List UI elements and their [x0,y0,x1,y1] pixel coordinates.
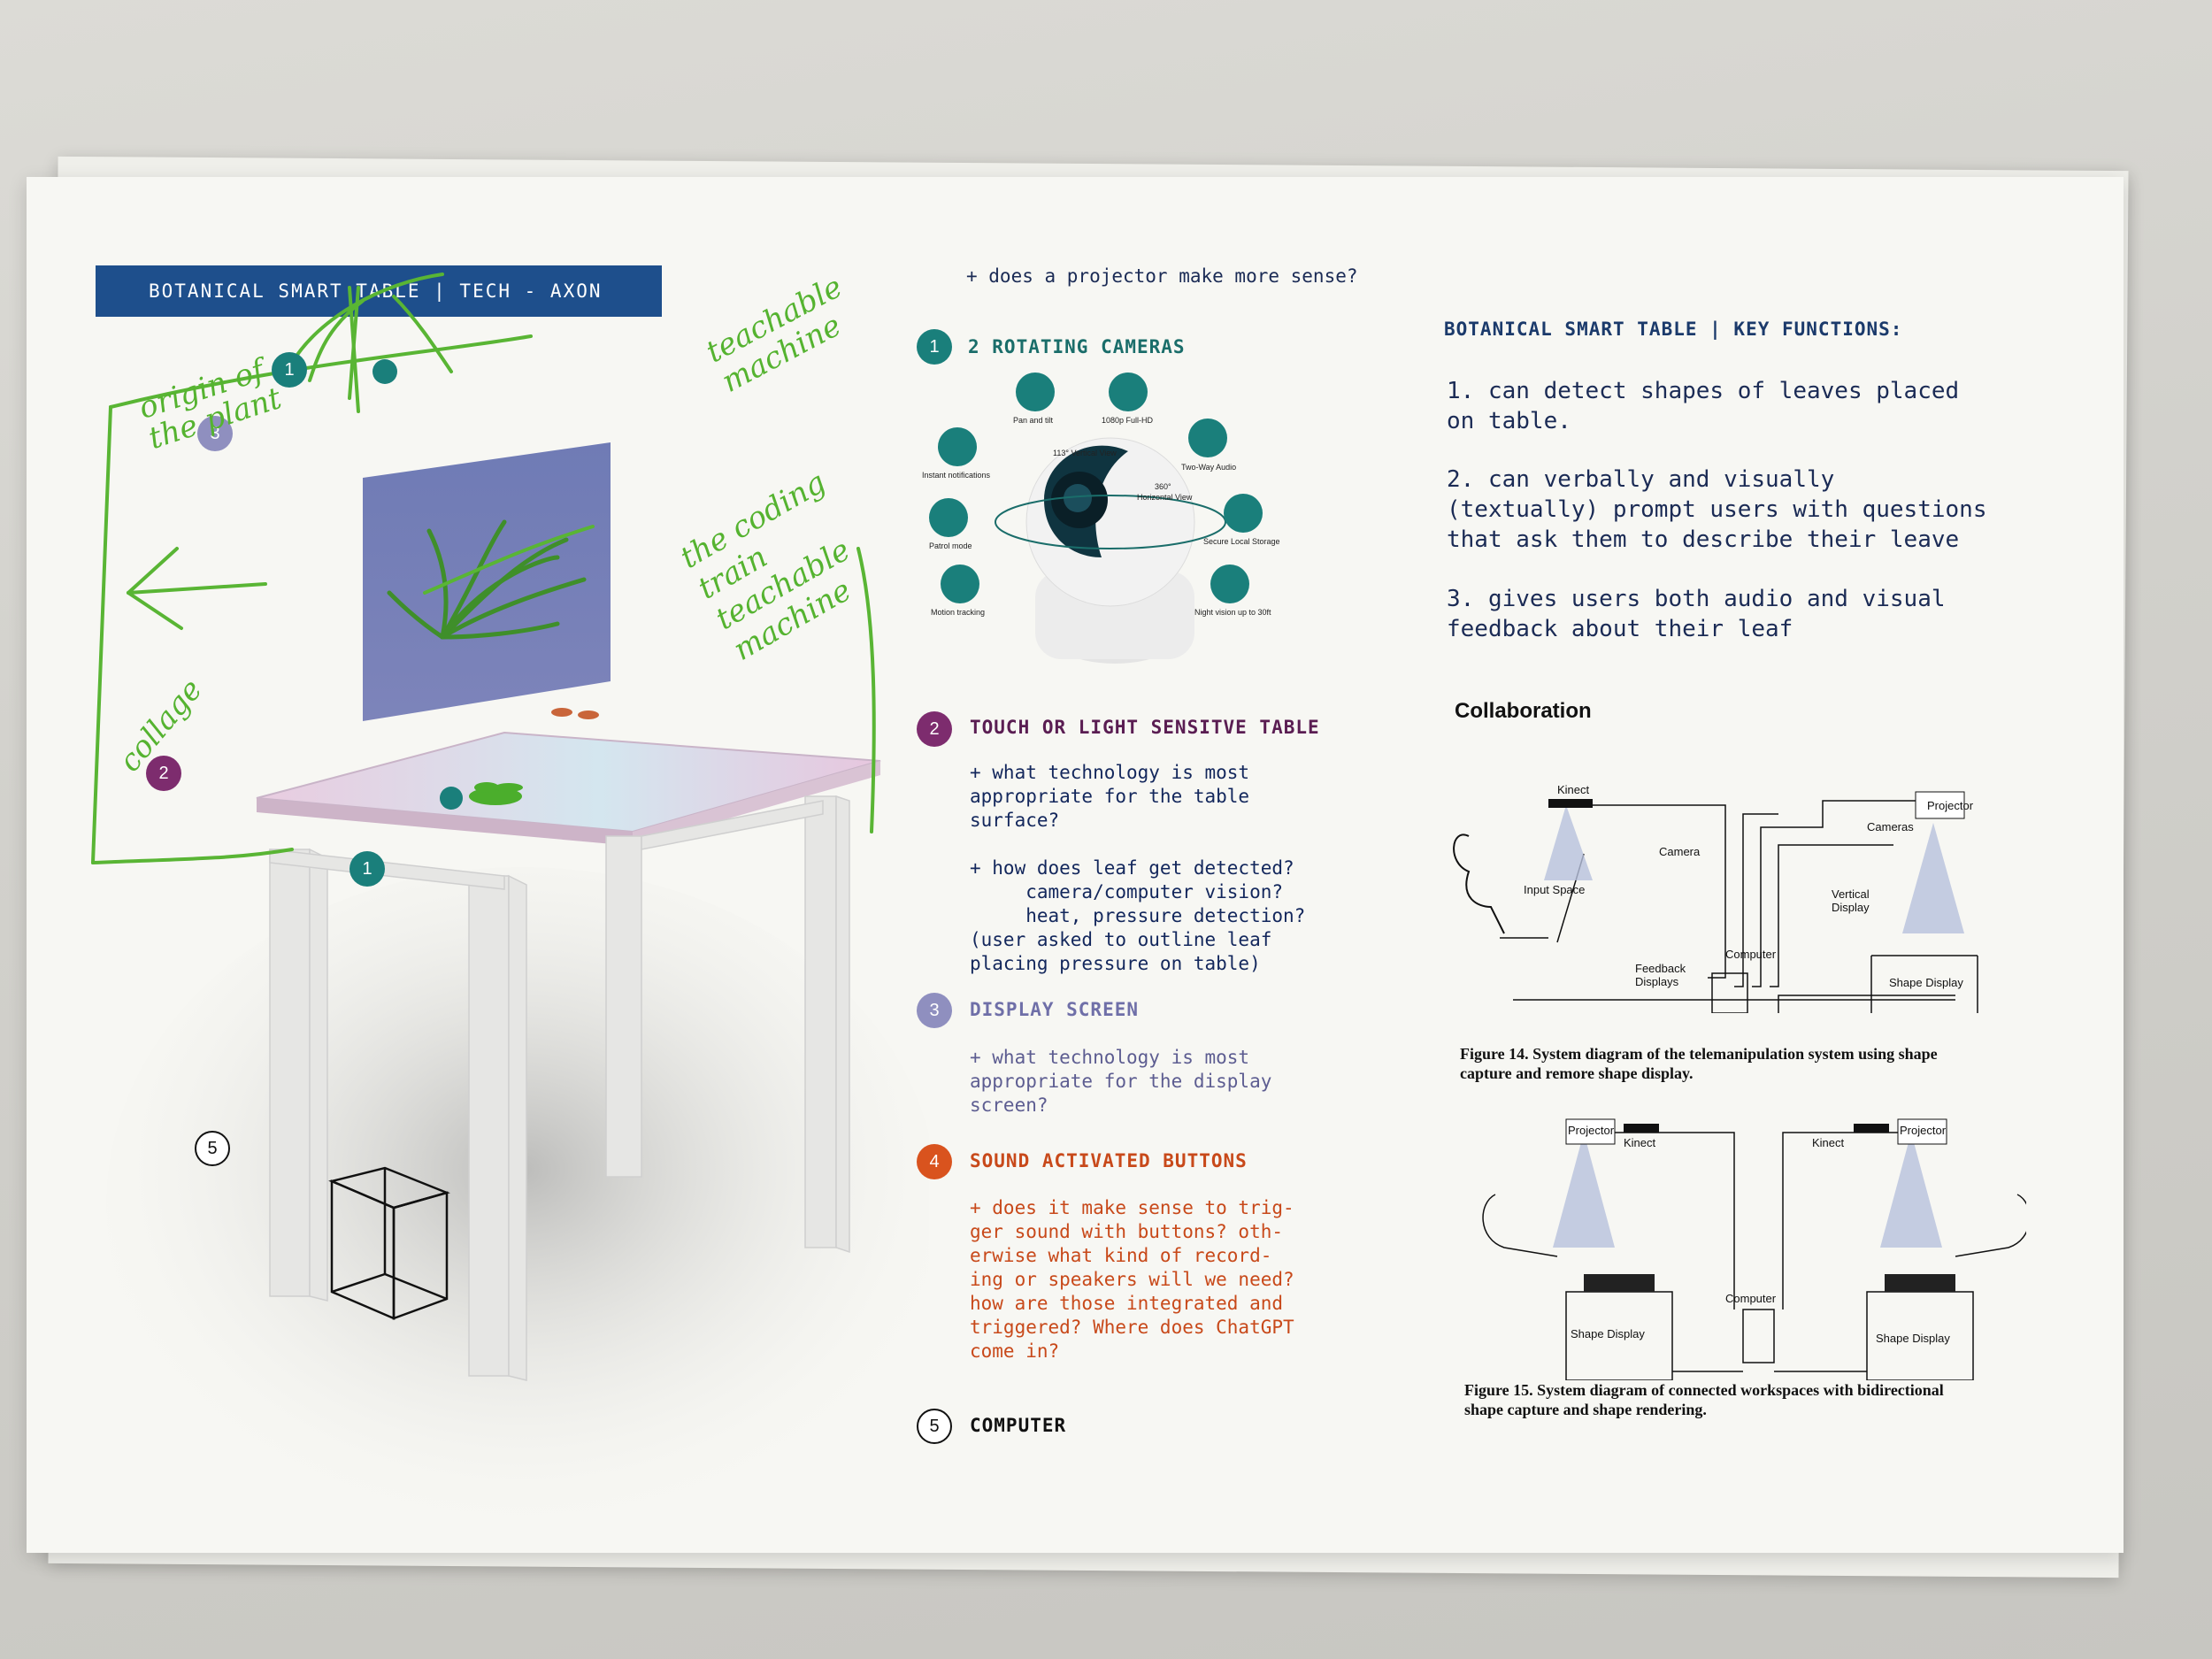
feature-two-way-audio: Two-Way Audio [1181,463,1237,472]
fig14-shape-display: Shape Display [1889,976,1963,989]
badge-1-top: 1 [272,352,307,388]
fig14-input-space: Input Space [1524,883,1586,896]
section-3-title: DISPLAY SCREEN [970,999,1140,1020]
badge-2: 2 [146,756,181,791]
figure-14-diagram: Kinect Projector Cameras Camera Input Sp… [1442,774,2026,1014]
figure-14-caption: Figure 14. System diagram of the teleman… [1460,1045,1938,1082]
section-1-title: 2 ROTATING CAMERAS [968,336,1186,357]
fig15-shape-display-left: Shape Display [1571,1327,1645,1340]
section-3-body: + what technology is most appropriate fo… [970,1047,1272,1116]
section-5-title: COMPUTER [970,1415,1067,1436]
fig14-cameras: Cameras [1867,820,1914,833]
display-screen [363,442,611,721]
fig15-computer: Computer [1725,1292,1777,1305]
fig14-feedback-displays: Feedback Displays [1635,962,1686,988]
key-function-1: 1. can detect shapes of leaves placed on… [1447,378,1960,434]
camera-graphic [929,373,1263,664]
section-1-badge: 1 [917,329,952,365]
figure-14-lines [1453,791,1978,1014]
green-annotation-lines [91,273,876,864]
axon-illustration [91,273,929,1540]
feature-night-vision: Night vision up to 30ft [1194,608,1271,617]
fig14-computer: Computer [1725,948,1777,961]
section-2-badge: 2 [917,711,952,747]
feature-secure-storage: Secure Local Storage [1203,537,1280,546]
paper-sheet: BOTANICAL SMART TABLE | TECH - AXON [27,177,2124,1553]
feature-pan-tilt: Pan and tilt [1013,416,1054,425]
feature-360: 360° [1155,482,1171,491]
fig15-projector-right: Projector [1900,1124,1947,1137]
key-function-3: 3. gives users both audio and visual fee… [1447,586,1946,642]
feature-vertical-view: 113° Vertical View [1053,449,1117,457]
section-3-badge: 3 [917,993,952,1028]
feature-horizontal-view: Horizontal View [1137,493,1193,502]
computer-box-sketch [328,1166,450,1320]
figure-15-lines [1482,1118,2031,1381]
feature-patrol-mode: Patrol mode [929,541,972,550]
collaboration-title: Collaboration [1455,699,1592,723]
badge-3: 3 [197,416,233,451]
feature-full-hd: 1080p Full-HD [1102,416,1154,425]
section-2-title: TOUCH OR LIGHT SENSITVE TABLE [970,717,1320,738]
section-4-badge: 4 [917,1144,952,1179]
fig15-kinect-right: Kinect [1812,1136,1845,1149]
fig14-camera: Camera [1659,845,1701,858]
section-2-body-1: + what technology is most appropriate fo… [970,762,1250,831]
camera-product-image: Pan and tilt 1080p Full-HD 113° Vertical… [911,367,1318,703]
feature-instant-notifications: Instant notifications [922,471,991,480]
badge-1-bottom: 1 [349,851,385,887]
key-function-2: 2. can verbally and visually (textually)… [1447,466,1987,553]
projector-question: + does a projector make more sense? [966,265,1358,287]
section-4-title: SOUND ACTIVATED BUTTONS [970,1150,1248,1171]
figure-15-caption: Figure 15. System diagram of connected w… [1464,1381,1944,1418]
feature-motion-tracking: Motion tracking [931,608,986,617]
fig15-kinect-left: Kinect [1624,1136,1656,1149]
fig14-vertical-display: Vertical Display [1832,887,1870,914]
section-5-badge: 5 [917,1409,952,1444]
table-legs [269,795,850,1381]
fig15-projector-left: Projector [1568,1124,1615,1137]
table-leaf [469,782,523,805]
fig15-shape-display-right: Shape Display [1876,1332,1950,1345]
plant-sketch [387,519,587,640]
fig14-projector: Projector [1927,799,1974,812]
fig14-kinect: Kinect [1557,783,1590,796]
section-4-body: + does it make sense to trig- ger sound … [970,1197,1294,1362]
section-2-body-2: + how does leaf get detected? camera/com… [970,857,1306,974]
figure-15-diagram: Projector Kinect Kinect Projector Comput… [1460,1106,2031,1381]
key-functions-title: BOTANICAL SMART TABLE | KEY FUNCTIONS: [1444,319,1903,340]
badge-5: 5 [195,1131,230,1166]
